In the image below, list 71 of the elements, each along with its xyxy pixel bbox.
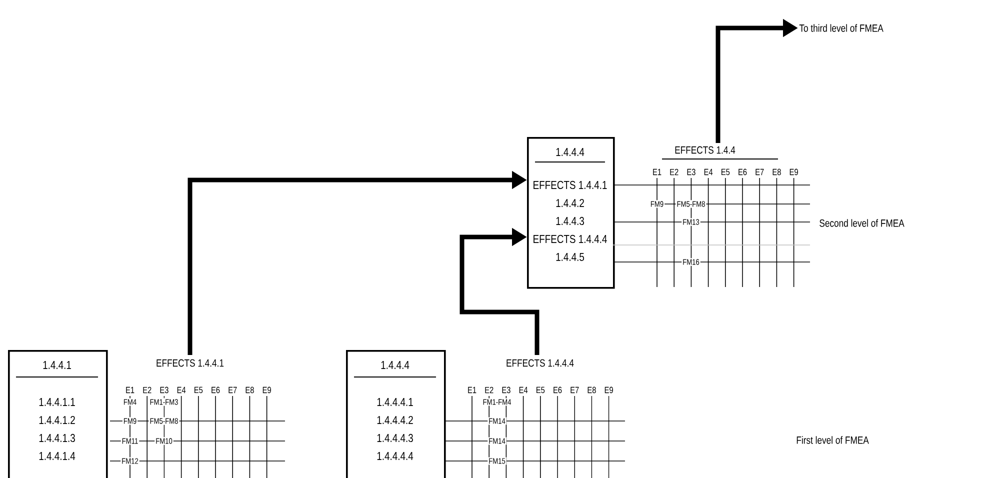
row-label: FM4 [122, 398, 138, 406]
row-label: FM14 [488, 417, 506, 425]
level-label: Second level of FMEA [820, 219, 904, 227]
row-label: FM16 [682, 258, 700, 266]
column-label: E4 [177, 386, 186, 394]
item-text: EFFECTS 1.4.4.1 [534, 180, 607, 190]
item-text: 1.4.4.1.4 [39, 452, 76, 460]
column-label: E1 [126, 386, 134, 394]
column-label: E2 [143, 386, 152, 394]
item-text: 1.4.4.1.2 [39, 416, 75, 424]
column-label: E9 [790, 168, 798, 176]
column-label: E1 [468, 386, 476, 394]
column-label: E7 [756, 168, 764, 176]
column-label: E2 [485, 386, 494, 394]
column-label: E5 [536, 386, 545, 394]
item-text: 1.4.4.2 [556, 198, 584, 207]
column-label: E6 [738, 168, 747, 176]
column-label: E8 [588, 386, 596, 394]
level-label: First level of FMEA [796, 436, 869, 444]
row-label: FM10 [154, 437, 174, 445]
matrix-heading: EFFECTS 1.4.4.1 [156, 359, 224, 367]
column-label: E1 [653, 168, 662, 176]
column-label: E8 [772, 168, 781, 176]
column-label: E5 [722, 168, 730, 176]
row-label: FM13 [682, 218, 700, 226]
column-label: E4 [704, 168, 713, 176]
level-label: To third level of FMEA [799, 24, 884, 32]
column-label: E3 [687, 168, 696, 176]
row-label: FM1-FM3 [148, 398, 180, 406]
item-text: 1.4.4.5 [556, 253, 584, 261]
row-label: FM14 [488, 437, 506, 445]
item-text: EFFECTS 1.4.4.4 [534, 234, 607, 244]
column-label: E7 [228, 386, 237, 394]
column-label: E4 [519, 386, 528, 394]
row-label: FM12 [120, 457, 140, 465]
item-text: 1.4.4.4.4 [377, 452, 414, 460]
row-label: FM9 [122, 417, 138, 425]
item-text: 1.4.4.3 [556, 216, 584, 226]
column-label: E8 [246, 386, 254, 394]
item-text: 1.4.4.1.3 [39, 434, 75, 442]
item-text: 1.4.4.4.3 [377, 434, 413, 442]
row-label: FM1-FM4 [482, 398, 512, 406]
item-text: 1.4.4.1.1 [39, 398, 75, 406]
column-label: E6 [212, 386, 220, 394]
matrix-heading: EFFECTS 1.4.4 [675, 146, 736, 154]
column-label: E9 [262, 386, 271, 394]
box-heading: 1.4.4.1 [43, 361, 71, 369]
column-label: E7 [570, 386, 579, 394]
column-label: E3 [160, 386, 168, 394]
matrix-heading: EFFECTS 1.4.4.4 [506, 359, 574, 367]
effects-matrix-drawing [110, 359, 286, 478]
column-label: E3 [502, 386, 510, 394]
item-text: 1.4.4.4.1 [377, 398, 413, 406]
box-heading: 1.4.4.4 [556, 148, 584, 156]
row-label: FM11 [120, 437, 140, 445]
list-box [8, 350, 108, 478]
row-label: FM5-FM8 [148, 417, 180, 425]
list-box [346, 350, 446, 478]
column-label: E9 [604, 386, 613, 394]
row-label: FM9 [649, 200, 665, 208]
column-label: E2 [670, 168, 678, 176]
row-label: FM15 [488, 457, 506, 465]
effects-matrix-drawing [612, 146, 810, 288]
row-label: FM5-FM8 [676, 200, 706, 208]
effects-matrix-drawing [444, 359, 626, 478]
column-label: E6 [554, 386, 562, 394]
box-heading: 1.4.4.4 [381, 361, 410, 369]
list-box [527, 137, 615, 289]
item-text: 1.4.4.4.2 [377, 416, 413, 424]
arrow [460, 228, 540, 355]
column-label: E5 [194, 386, 203, 394]
